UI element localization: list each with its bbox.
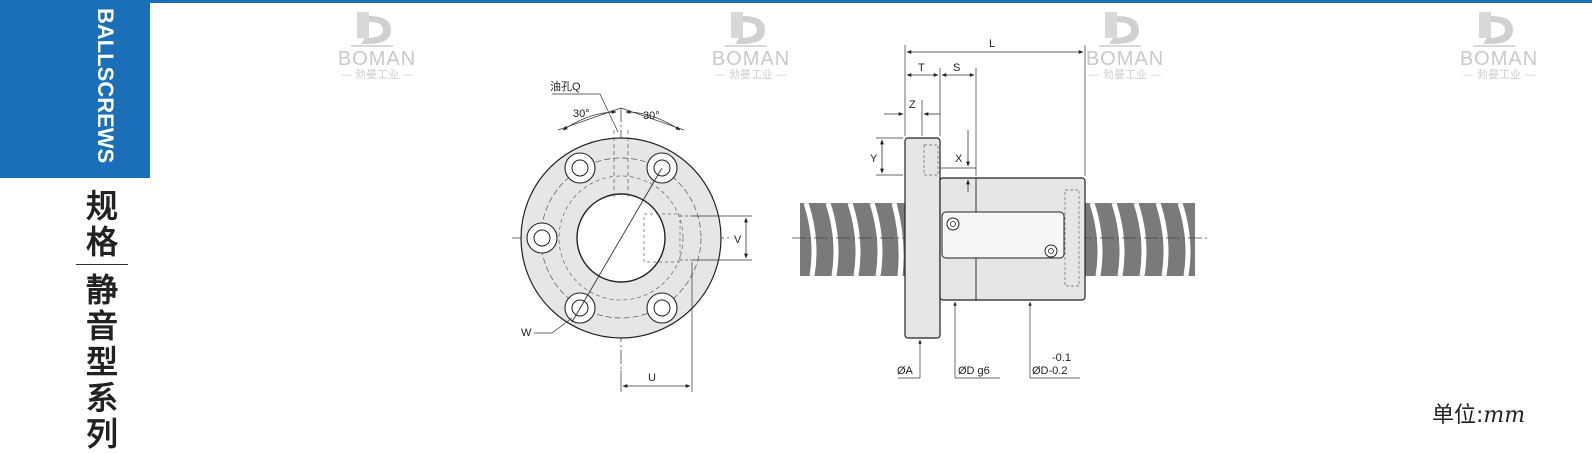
sidebar: BALLSCREWS 规格 静音型系列 bbox=[0, 0, 150, 452]
boman-logo-icon bbox=[1473, 12, 1515, 47]
u-dimension-label: U bbox=[648, 372, 656, 384]
boman-logo-icon bbox=[725, 12, 767, 47]
boman-logo-icon bbox=[1099, 12, 1141, 47]
unit-prefix: 单位: bbox=[1432, 403, 1484, 428]
category-label: BALLSCREWS bbox=[93, 8, 118, 164]
watermark-2: BOMAN — 勃曼工业 — bbox=[696, 4, 806, 81]
side-view: L T S Z Y X ØA ØD g6 -0.1 ØD-0.2 bbox=[792, 38, 1210, 379]
boman-logo-icon bbox=[351, 12, 393, 47]
z-dimension-label: Z bbox=[909, 99, 916, 111]
angle-right-label: 30° bbox=[643, 110, 660, 122]
watermark-sub: — 勃曼工业 — bbox=[1088, 68, 1162, 81]
unit-value: mm bbox=[1483, 403, 1526, 428]
v-dimension-label: V bbox=[734, 234, 742, 246]
watermark-sub: — 勃曼工业 — bbox=[340, 68, 414, 81]
l-dimension-label: L bbox=[989, 38, 995, 50]
nut-recess bbox=[941, 211, 1065, 259]
oil-hole-label: 油孔Q bbox=[550, 79, 581, 93]
title-divider bbox=[76, 264, 128, 265]
phi-d-tolerance-label: ØD-0.2 bbox=[1032, 365, 1067, 377]
front-view: 30° 30° 油孔Q W V U bbox=[512, 79, 752, 392]
watermark-brand: BOMAN bbox=[337, 48, 417, 70]
body-hidden-circle bbox=[558, 175, 684, 301]
watermark-sub: — 勃曼工业 — bbox=[1462, 68, 1536, 81]
w-dimension-label: W bbox=[521, 327, 532, 339]
watermark-4: BOMAN — 勃曼工业 — bbox=[1444, 4, 1554, 81]
category-banner bbox=[0, 0, 150, 178]
angle-left-label: 30° bbox=[573, 108, 590, 120]
watermark-brand: BOMAN bbox=[1085, 48, 1165, 70]
t-dimension-label: T bbox=[918, 62, 925, 74]
x-dimension-label: X bbox=[955, 153, 963, 165]
pitch-circle bbox=[540, 157, 702, 319]
spec-title: 规格 bbox=[85, 187, 118, 261]
watermark-brand: BOMAN bbox=[1459, 48, 1539, 70]
s-dimension-label: S bbox=[953, 62, 960, 74]
bolt-diagonal-line bbox=[571, 167, 663, 323]
watermark-3: BOMAN — 勃曼工业 — bbox=[1070, 4, 1180, 81]
watermark-1: BOMAN — 勃曼工业 — bbox=[322, 4, 432, 81]
watermark-sub: — 勃曼工业 — bbox=[714, 68, 788, 81]
phi-a-label: ØA bbox=[897, 365, 914, 377]
y-dimension-label: Y bbox=[870, 153, 878, 165]
technical-drawing: 30° 30° 油孔Q W V U bbox=[512, 38, 1210, 392]
nut-flange bbox=[904, 137, 941, 339]
top-accent-line bbox=[0, 0, 1592, 3]
watermark-brand: BOMAN bbox=[711, 48, 791, 70]
phi-d-g6-label: ØD g6 bbox=[958, 365, 990, 377]
unit-label: 单位:mm bbox=[1432, 397, 1525, 429]
tolerance-upper-label: -0.1 bbox=[1052, 352, 1071, 364]
